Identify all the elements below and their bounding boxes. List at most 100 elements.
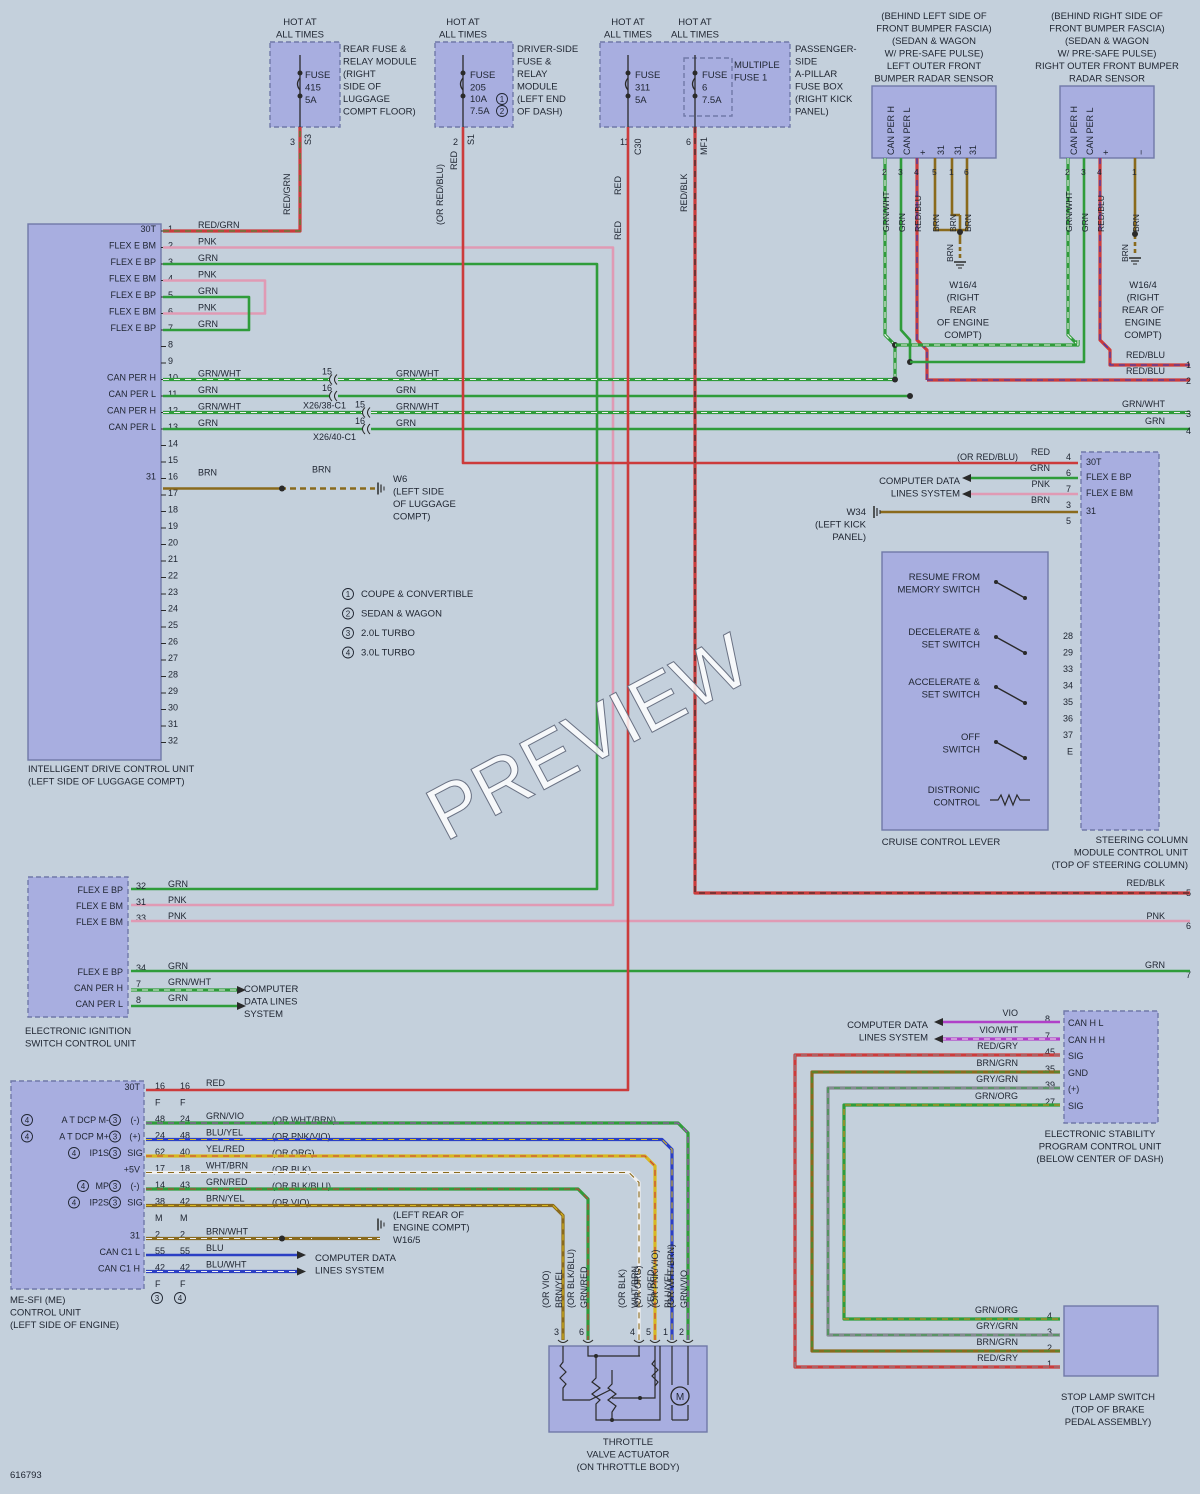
- fuse-terminal: [692, 93, 698, 99]
- fuse-box-description: RELAY MODULE: [343, 57, 417, 68]
- pin-number: 15: [168, 455, 178, 465]
- label: 31: [968, 145, 978, 155]
- pin-number: 27: [168, 653, 178, 663]
- pin-number: 33: [1063, 664, 1073, 674]
- connector-icon: [633, 1339, 645, 1343]
- fuse-label: 10A: [470, 94, 488, 105]
- pin-label: 30T: [1086, 457, 1102, 467]
- arrow-icon: [962, 474, 971, 482]
- fuse-label: 205: [470, 83, 486, 94]
- wire-color-label: GRN: [198, 319, 218, 329]
- computer-data-lines-label: COMPUTER DATA: [847, 1020, 929, 1031]
- ground-w6-label: COMPT): [393, 512, 430, 523]
- pin-number: 6: [579, 1327, 584, 1337]
- note-circle: [109, 1147, 121, 1159]
- pin-number: 4: [1047, 1311, 1052, 1321]
- ground-w6-label: (LEFT SIDE: [393, 487, 444, 498]
- fuse-terminal: [460, 70, 466, 76]
- pin-number: 11: [168, 389, 177, 399]
- fuse-label: 5A: [305, 95, 317, 106]
- wire-color-label: VIO: [1002, 1008, 1018, 1018]
- note-number: 4: [72, 1149, 77, 1158]
- switch-label: RESUME FROM: [909, 572, 980, 583]
- cruise-control-lever-label: CRUISE CONTROL LEVER: [882, 837, 1001, 848]
- fuse-box-description: SIDE OF: [343, 82, 381, 93]
- pin-number: 55: [180, 1246, 190, 1256]
- note-circle: [21, 1114, 33, 1126]
- label: 2: [453, 137, 458, 147]
- fuse-box-description: PASSENGER-: [795, 44, 857, 55]
- ground-location-label: COMPT): [1124, 330, 1161, 341]
- pin-number: 1: [949, 167, 954, 177]
- note-circle: [68, 1147, 80, 1159]
- pin-label: 31: [146, 472, 156, 482]
- wire-color-label: GRN/VIO: [679, 1270, 689, 1308]
- note-number: 3: [113, 1116, 118, 1125]
- note-number: 3: [113, 1182, 118, 1191]
- pin-signal: (-): [131, 1115, 140, 1125]
- junction-dot: [594, 1354, 598, 1358]
- wire-idc-30t: [163, 127, 302, 233]
- connector-icon: [362, 407, 371, 418]
- ground-location-label: (RIGHT: [1127, 293, 1160, 304]
- wire-color-label: WHT/BRN: [630, 1266, 640, 1308]
- pin-number: 42: [180, 1263, 190, 1273]
- fuse-terminal: [625, 93, 631, 99]
- pin-number: 3: [1066, 500, 1071, 510]
- wire-color-label: GRN: [1145, 416, 1165, 426]
- esp-control-unit-label: PROGRAM CONTROL UNIT: [1039, 1142, 1162, 1153]
- ground-location-label: ENGINE: [1125, 318, 1161, 329]
- wire-color-label: GRN/RED: [579, 1266, 589, 1308]
- pin-number: 3: [554, 1327, 559, 1337]
- wire-esp-stop-gnd-stripe: [811, 1071, 1060, 1352]
- note-circle: [342, 627, 354, 639]
- wire-color-label: RED/GRY: [977, 1353, 1018, 1363]
- wire-color-label: PNK: [168, 895, 187, 905]
- resistor-icon: [990, 793, 1030, 807]
- wire-color-label: YEL/RED: [646, 1269, 656, 1308]
- note-circle: [77, 1180, 89, 1192]
- wire-flex-e-bp: [131, 262, 599, 891]
- switch-label: SET SWITCH: [922, 640, 981, 651]
- pin-label: IP2S: [89, 1198, 109, 1208]
- pin-number: 3: [1047, 1327, 1052, 1337]
- pin-label: (+): [1068, 1084, 1079, 1094]
- pin-number: 33: [136, 913, 146, 923]
- switch-icon: [995, 741, 1026, 759]
- wire-left-radar-ground: [950, 158, 960, 217]
- label: GRN/WHT: [396, 402, 439, 412]
- label: 15: [355, 400, 365, 410]
- pin-number: 9: [168, 356, 173, 366]
- pin-number: 34: [136, 963, 146, 973]
- pin-number: 30: [168, 703, 178, 713]
- ground-w16-5-label: ENGINE COMPT): [393, 1223, 470, 1234]
- fuse-label: 6: [702, 83, 707, 94]
- splice-dot: [279, 485, 285, 492]
- wire-alt-label: (OR BLK/BLU): [272, 1181, 331, 1191]
- fuse-box-description: (LEFT END: [517, 94, 566, 105]
- pin-number: 5: [1066, 516, 1071, 526]
- intelligent-drive-control-unit-box: [27, 223, 162, 761]
- computer-data-lines-label: COMPUTER: [244, 984, 299, 995]
- fuse-label: FUSE: [470, 70, 495, 81]
- pin-number: 29: [1063, 648, 1073, 658]
- wire-color-label: GRN: [168, 993, 188, 1003]
- wire-color-label: GRY/GRN: [976, 1074, 1018, 1084]
- fuse-box-description: SIDE: [795, 57, 817, 68]
- pin-label: FLEX E BP: [110, 290, 156, 300]
- steering-column-module-label: STEERING COLUMN: [1096, 835, 1189, 846]
- pin-number: 42: [180, 1197, 190, 1207]
- wire-color-label: GRN: [1145, 960, 1165, 970]
- arrow-icon: [934, 1018, 943, 1026]
- wire-color-label: GRN/WHT: [1064, 191, 1074, 232]
- wire-throttle-5-stripe: [146, 1122, 689, 1340]
- pin-number: E: [1067, 747, 1073, 757]
- wire-color-label: GRN: [168, 879, 188, 889]
- fuse-box-description: FUSE BOX: [795, 82, 844, 93]
- wire-color-label: GRN: [897, 213, 907, 232]
- hot-at-all-times-label: HOT AT: [611, 17, 645, 28]
- pin-signal: (+): [129, 1132, 140, 1142]
- ground-location-label: REAR: [950, 305, 977, 316]
- splice-dot: [279, 1235, 285, 1242]
- right-radar-sensor-box: [1059, 85, 1155, 159]
